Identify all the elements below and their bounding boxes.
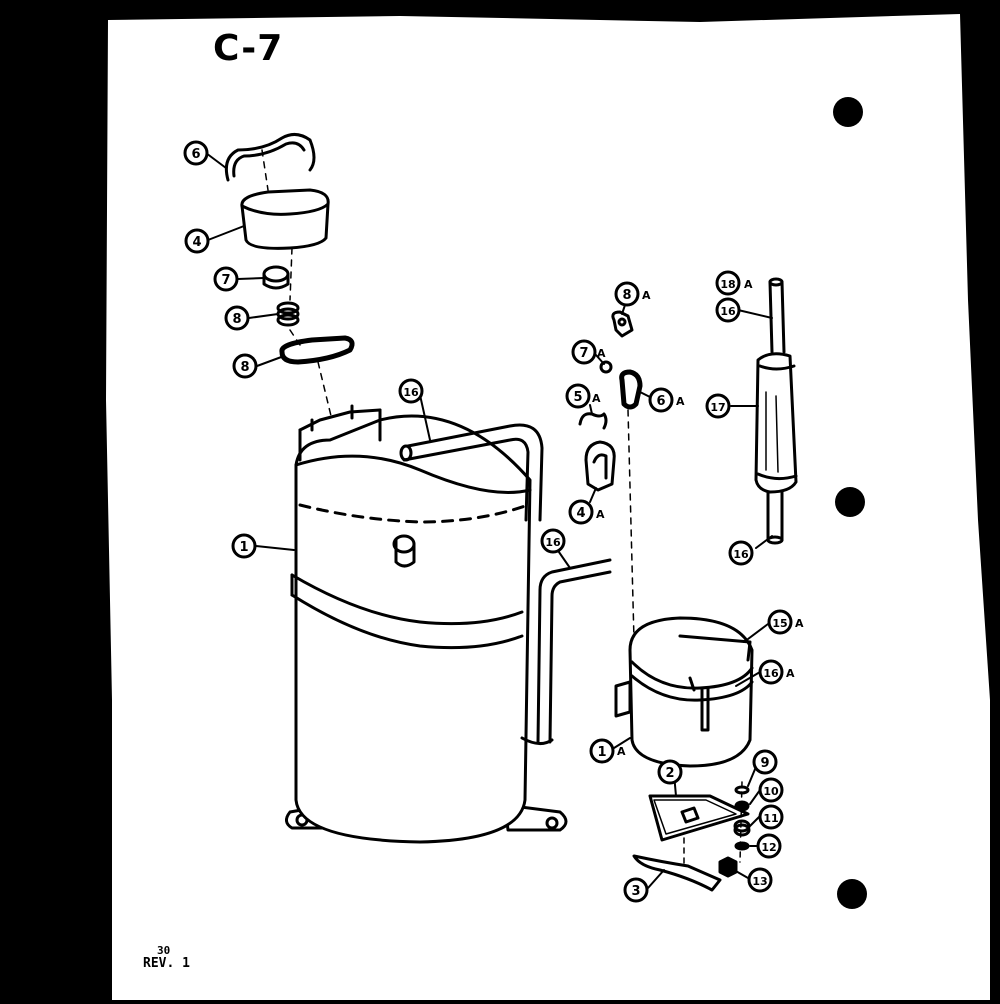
svg-text:17: 17 <box>710 401 725 414</box>
callout-bubble: 2 <box>657 759 683 785</box>
callout-bubble: 7 <box>571 339 597 365</box>
svg-text:8: 8 <box>622 288 631 303</box>
svg-text:4: 4 <box>192 235 201 250</box>
mounting-bracket-2 <box>648 794 750 842</box>
svg-text:15: 15 <box>772 617 787 630</box>
tube-16-upper <box>399 423 544 522</box>
gasket-6a <box>619 369 643 410</box>
tube-16-lower <box>520 558 612 745</box>
callout-suffix: A <box>642 289 651 302</box>
svg-text:7: 7 <box>221 273 230 288</box>
callout-suffix: A <box>795 617 804 630</box>
svg-text:11: 11 <box>763 812 778 825</box>
callout-bubble: 6 <box>648 387 674 413</box>
nut-13 <box>718 856 738 878</box>
callout-bubble: 4 <box>184 228 210 254</box>
assembly-centerline <box>261 149 333 421</box>
svg-text:13: 13 <box>752 875 767 888</box>
callout-bubble: 18 <box>715 270 741 296</box>
callout-bubble: 16 <box>398 378 424 404</box>
callout-bubble: 1 <box>231 533 257 559</box>
punch-hole <box>837 879 867 909</box>
svg-text:5: 5 <box>573 390 582 405</box>
callout-suffix: A <box>617 745 626 758</box>
svg-text:6: 6 <box>191 147 200 162</box>
svg-text:1: 1 <box>597 745 606 760</box>
callout-bubble: 12 <box>756 833 782 859</box>
callout-bubble: 6 <box>183 140 209 166</box>
compressor-shell <box>285 404 568 844</box>
svg-text:16: 16 <box>545 536 561 549</box>
callout-suffix: A <box>676 395 685 408</box>
callout-bubble: 3 <box>623 877 649 903</box>
svg-text:16: 16 <box>763 667 779 680</box>
callout-bubble: 1 <box>589 738 615 764</box>
callout-suffix: A <box>786 667 795 680</box>
clip-8a <box>611 310 634 338</box>
callout-bubble: 16 <box>728 540 754 566</box>
callout-bubble: 15 <box>767 609 793 635</box>
callout-bubble: 16 <box>540 528 566 554</box>
spacer-12 <box>734 841 750 851</box>
callout-bubble: 8 <box>224 305 250 331</box>
punch-hole <box>835 487 865 517</box>
callout-bubble: 4 <box>568 499 594 525</box>
callout-bubble: 13 <box>747 867 773 893</box>
callout-suffix: A <box>596 508 605 521</box>
spring-clip-5a <box>578 412 608 430</box>
svg-text:1: 1 <box>239 540 248 555</box>
compressor-1a <box>614 616 754 768</box>
callout-bubble: 8 <box>614 281 640 307</box>
svg-text:9: 9 <box>760 756 769 771</box>
svg-text:16: 16 <box>403 386 419 399</box>
mount-strap-3 <box>632 854 722 892</box>
small-parts-centerline <box>627 409 635 641</box>
svg-text:8: 8 <box>240 360 249 375</box>
callout-bubble: 7 <box>213 266 239 292</box>
callout-bubble: 11 <box>758 804 784 830</box>
svg-text:6: 6 <box>656 394 665 409</box>
bracket-clip-5 <box>224 133 316 182</box>
page-title: C-7 <box>213 28 284 69</box>
muffler-assembly <box>754 277 798 545</box>
callout-bubble: 16 <box>758 659 784 685</box>
svg-text:16: 16 <box>733 548 749 561</box>
gasket-6 <box>279 335 355 365</box>
callout-suffix: A <box>744 278 753 291</box>
callout-bubble: 16 <box>715 297 741 323</box>
washer-9 <box>734 785 750 795</box>
svg-text:8: 8 <box>232 312 241 327</box>
terminal-cover-4a <box>584 440 616 492</box>
svg-text:3: 3 <box>631 884 640 899</box>
svg-text:7: 7 <box>579 346 588 361</box>
svg-text:2: 2 <box>665 766 674 781</box>
plug-7 <box>262 265 290 290</box>
svg-text:16: 16 <box>720 305 736 318</box>
svg-text:10: 10 <box>763 785 779 798</box>
svg-text:4: 4 <box>576 506 585 521</box>
callout-suffix: A <box>597 347 606 360</box>
washer-10 <box>734 800 750 812</box>
page-number: 30 <box>157 944 171 957</box>
plug-7a <box>599 360 613 374</box>
callout-bubble: 8 <box>232 353 258 379</box>
callout-bubble: 17 <box>705 393 731 419</box>
punch-hole <box>833 97 863 127</box>
callout-suffix: A <box>592 392 601 405</box>
terminal-cover-4 <box>240 188 330 250</box>
svg-text:18: 18 <box>720 278 735 291</box>
revision-label: REV. 1 <box>143 956 190 971</box>
callout-bubble: 9 <box>752 749 778 775</box>
svg-text:12: 12 <box>761 841 776 854</box>
callout-bubble: 5 <box>565 383 591 409</box>
callout-bubble: 10 <box>758 777 784 803</box>
